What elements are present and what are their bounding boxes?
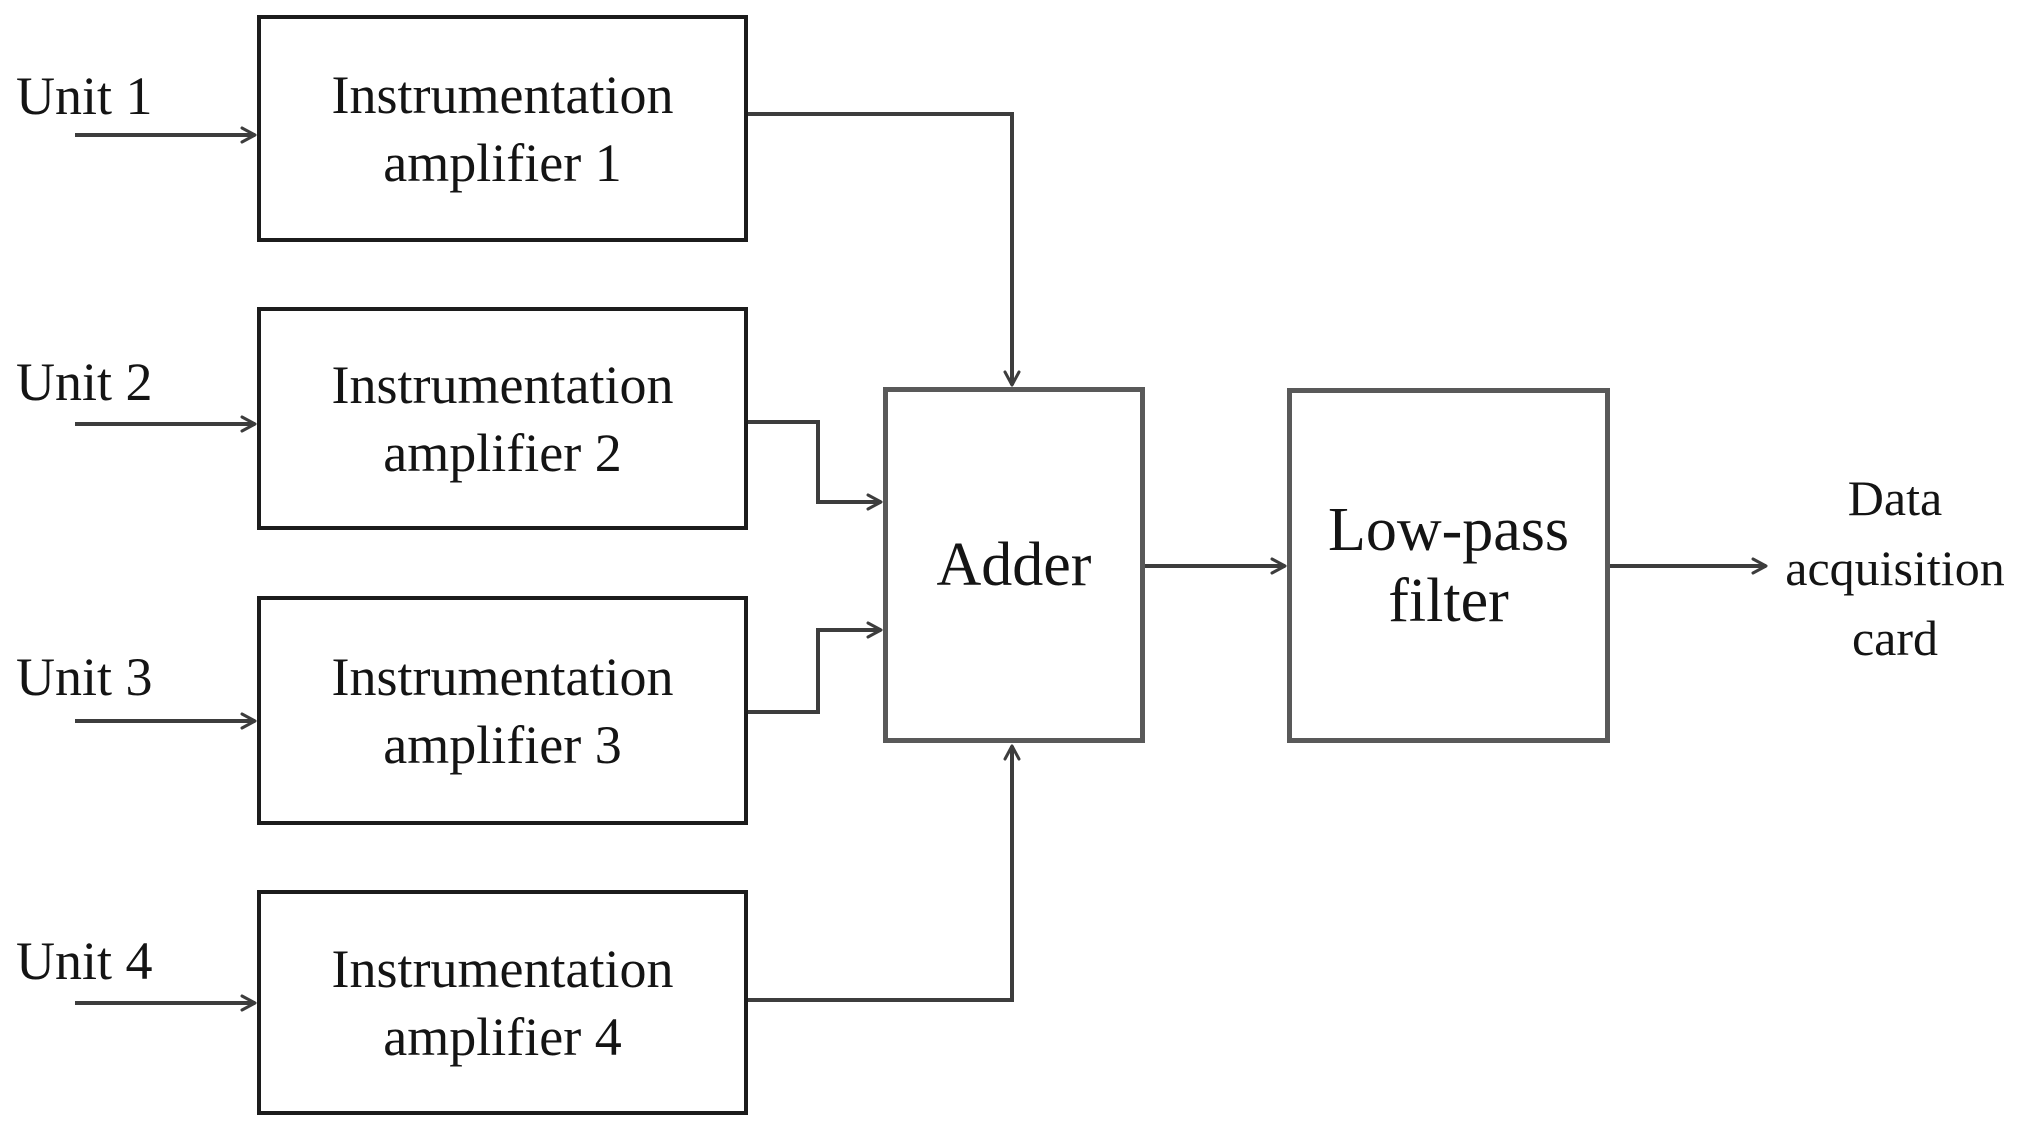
amplifier-2-label-line1: Instrumentation: [331, 354, 674, 415]
input-label-unit-1: Unit 1: [16, 66, 153, 126]
amplifier-3-box: Instrumentation amplifier 3: [257, 596, 748, 825]
adder-box: Adder: [883, 387, 1145, 743]
amplifier-1-label-line1: Instrumentation: [331, 64, 674, 125]
output-label-data-acquisition-card: Data acquisition card: [1763, 463, 2027, 673]
amplifier-2-box: Instrumentation amplifier 2: [257, 307, 748, 530]
input-label-unit-2: Unit 2: [16, 352, 153, 412]
amplifier-3-label-line2: amplifier 3: [383, 714, 622, 775]
amplifier-4-box: Instrumentation amplifier 4: [257, 890, 748, 1115]
wire-amp1-to-adder-top: [748, 112, 1021, 387]
output-label-line1: Data: [1847, 470, 1943, 526]
amplifier-4-label-line1: Instrumentation: [331, 938, 674, 999]
wire-amp3-to-adder-left-lower: [744, 621, 883, 714]
amplifier-3-label-line1: Instrumentation: [331, 646, 674, 707]
adder-label: Adder: [936, 530, 1092, 599]
input-label-unit-4: Unit 4: [16, 931, 153, 991]
amplifier-1-label-line2: amplifier 1: [383, 132, 622, 193]
wire-amp4-to-adder-bottom: [748, 744, 1021, 1002]
output-label-line3: card: [1851, 610, 1939, 666]
low-pass-filter-label-line2: filter: [1388, 566, 1509, 635]
amplifier-1-box: Instrumentation amplifier 1: [257, 15, 748, 242]
low-pass-filter-label-line1: Low-pass: [1327, 495, 1570, 564]
amplifier-4-label-line2: amplifier 4: [383, 1006, 622, 1067]
low-pass-filter-box: Low-pass filter: [1287, 388, 1610, 743]
wire-amp2-to-adder-left-upper: [748, 420, 883, 511]
output-label-line2: acquisition: [1785, 540, 2005, 596]
input-label-unit-3: Unit 3: [16, 647, 153, 707]
amplifier-2-label-line2: amplifier 2: [383, 422, 622, 483]
